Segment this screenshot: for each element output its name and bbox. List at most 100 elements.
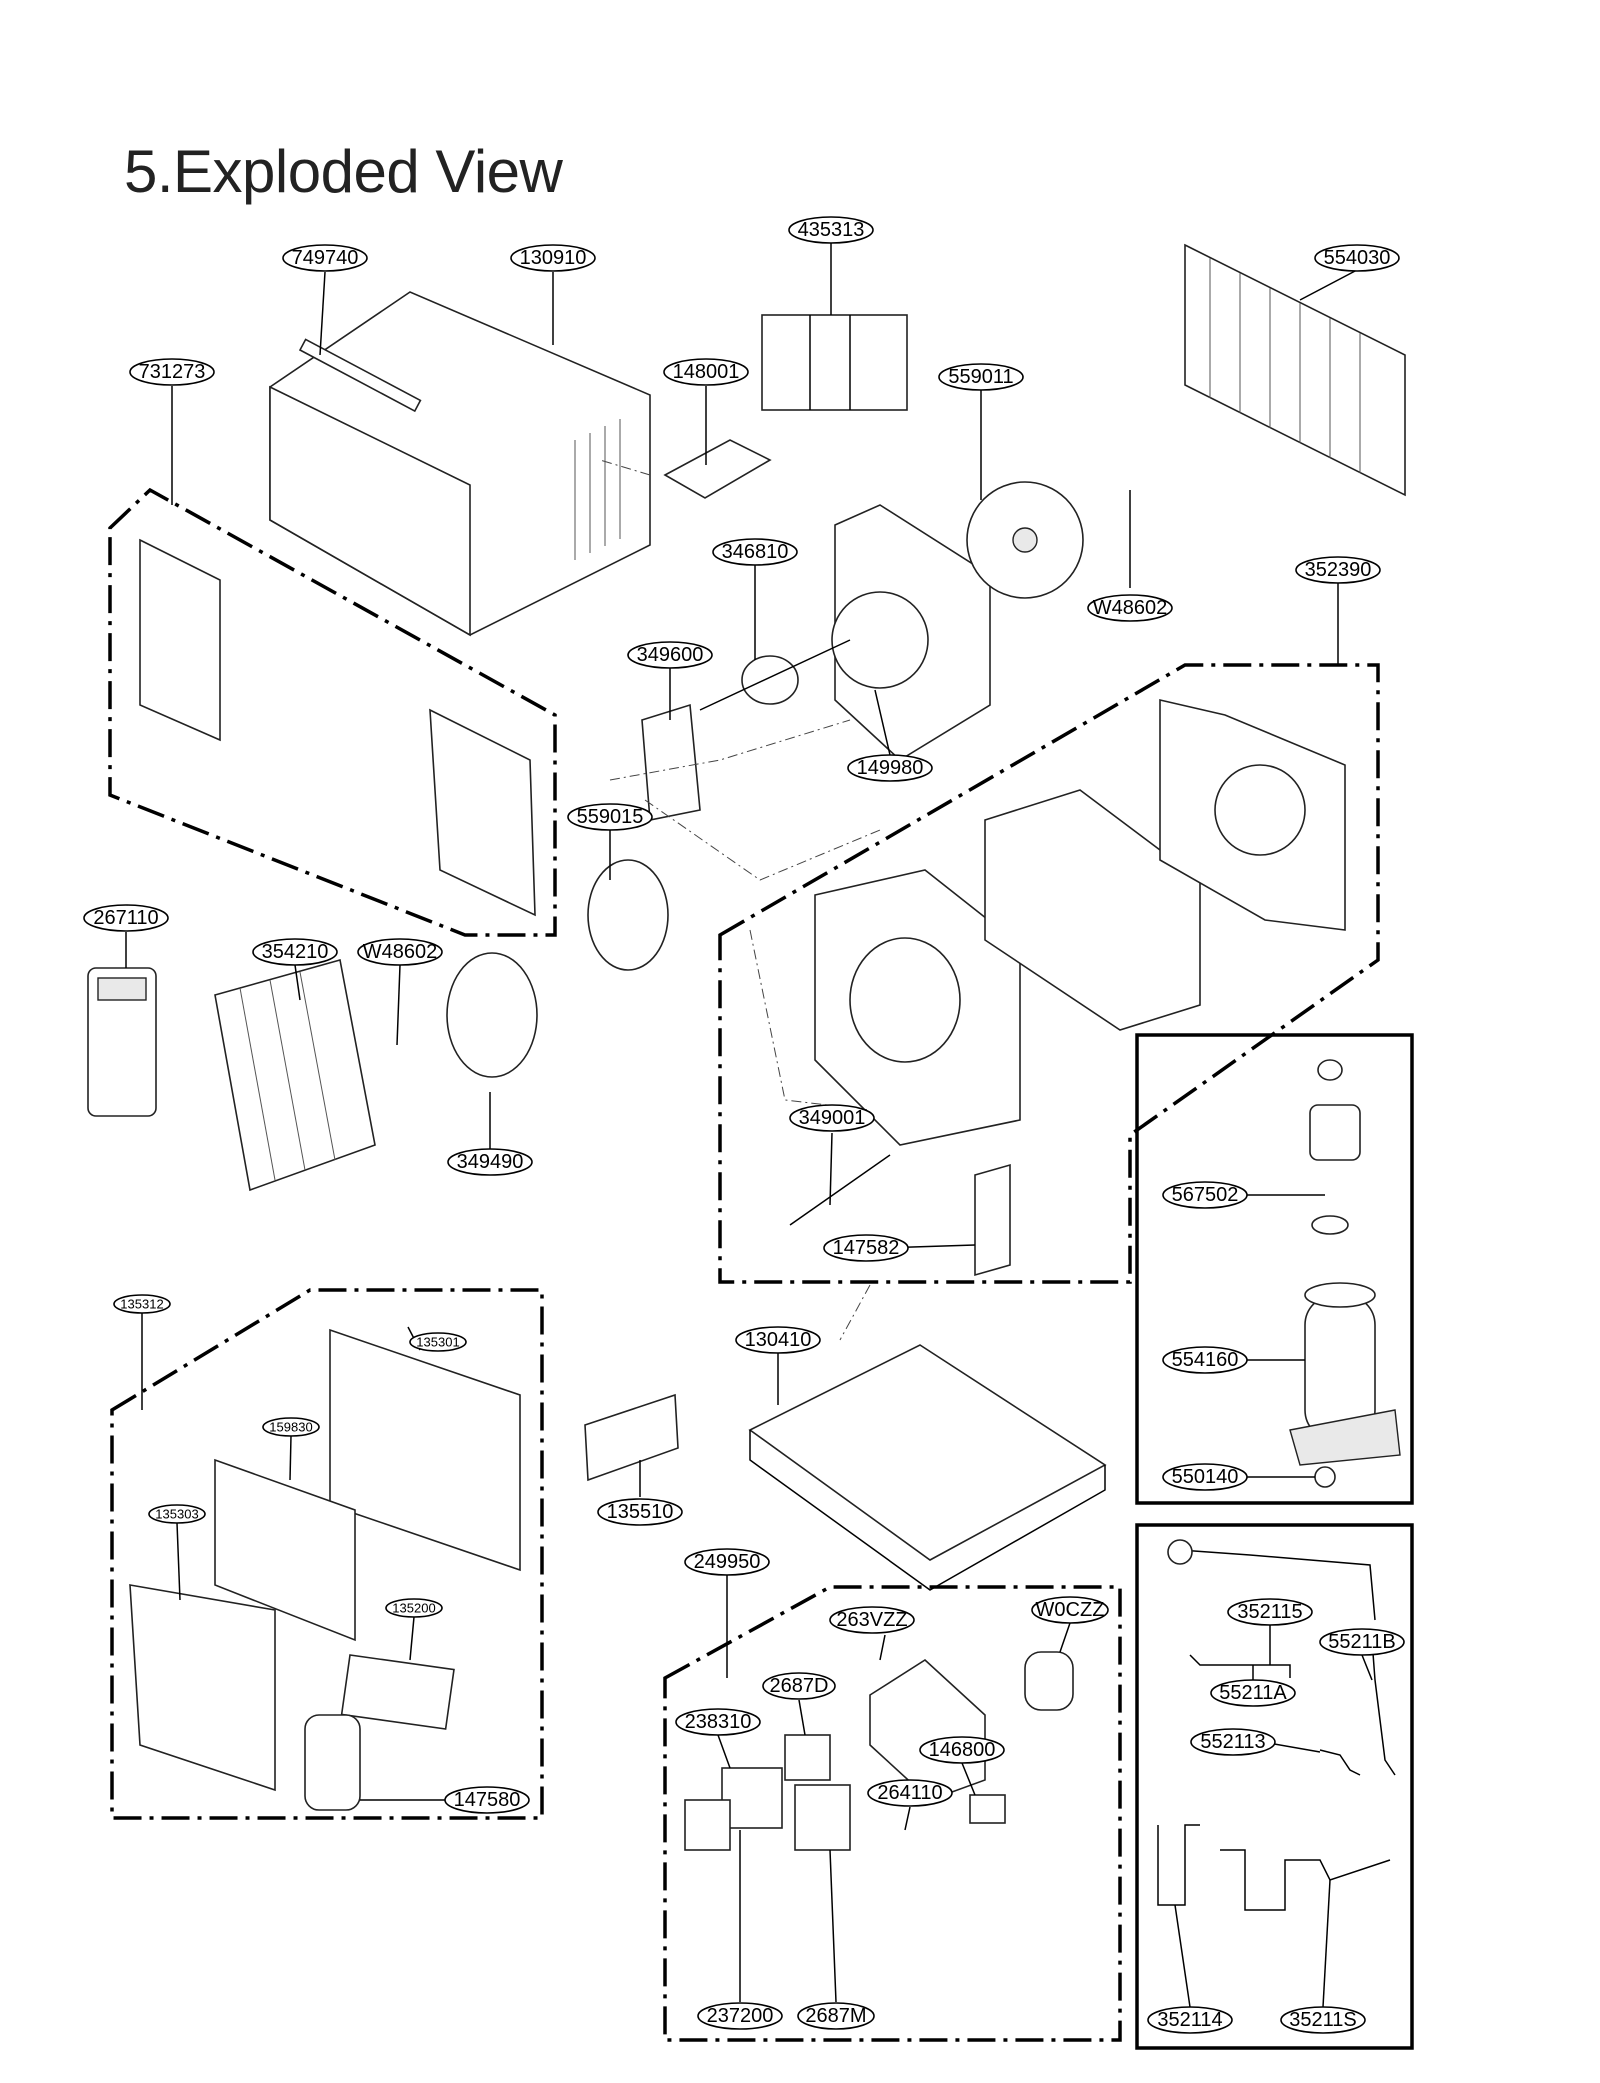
svg-text:149980: 149980 bbox=[857, 757, 924, 779]
callout-w48602-left: W48602 bbox=[357, 938, 443, 966]
svg-text:550140: 550140 bbox=[1172, 1466, 1239, 1488]
grille-door bbox=[340, 1654, 455, 1730]
svg-text:135301: 135301 bbox=[416, 1335, 459, 1350]
callout-w48602-top: W48602 bbox=[1087, 594, 1173, 622]
svg-text:237200: 237200 bbox=[707, 2005, 774, 2027]
svg-text:559015: 559015 bbox=[577, 806, 644, 828]
display-board bbox=[684, 1799, 731, 1851]
callout-346810: 346810 bbox=[712, 538, 798, 566]
front-grille bbox=[129, 1584, 276, 1792]
capacitor bbox=[1024, 1651, 1074, 1711]
blower-ring bbox=[446, 952, 538, 1078]
svg-text:146800: 146800 bbox=[929, 1739, 996, 1761]
pcb-2687M bbox=[794, 1784, 851, 1851]
callout-349001: 349001 bbox=[789, 1104, 875, 1132]
svg-text:554030: 554030 bbox=[1324, 247, 1391, 269]
svg-text:55211B: 55211B bbox=[1328, 1631, 1395, 1653]
svg-text:130910: 130910 bbox=[520, 247, 587, 269]
svg-text:135200: 135200 bbox=[392, 1601, 435, 1616]
svg-text:148001: 148001 bbox=[673, 361, 740, 383]
page-title: 5.Exploded View bbox=[124, 138, 563, 205]
fan-motor bbox=[741, 655, 799, 705]
svg-text:349001: 349001 bbox=[799, 1107, 866, 1129]
callout-550140: 550140 bbox=[1162, 1463, 1248, 1491]
cabinet-front-face bbox=[269, 385, 471, 637]
front-frame bbox=[329, 1328, 521, 1572]
svg-text:264110: 264110 bbox=[877, 1782, 942, 1804]
callout-2687m: 2687M bbox=[797, 2002, 875, 2030]
side-curtain-left bbox=[139, 538, 221, 742]
callout-238310: 238310 bbox=[675, 1708, 761, 1736]
callout-554160: 554160 bbox=[1162, 1346, 1248, 1374]
tube-352114 bbox=[1157, 1824, 1200, 1906]
svg-text:W48602: W48602 bbox=[1093, 597, 1168, 619]
svg-text:354210: 354210 bbox=[262, 941, 329, 963]
svg-text:W0CZZ: W0CZZ bbox=[1036, 1599, 1105, 1621]
svg-text:263VZZ: 263VZZ bbox=[836, 1609, 907, 1631]
svg-text:559011: 559011 bbox=[948, 366, 1013, 388]
callout-55211a: 55211A bbox=[1210, 1679, 1296, 1707]
callout-249950: 249950 bbox=[684, 1548, 770, 1576]
remote-control bbox=[87, 967, 157, 1117]
pcb-2687D bbox=[784, 1734, 831, 1781]
callout-435313: 435313 bbox=[788, 216, 874, 244]
svg-text:352114: 352114 bbox=[1157, 2009, 1222, 2031]
svg-text:135303: 135303 bbox=[155, 1507, 198, 1522]
callout-148001: 148001 bbox=[663, 358, 749, 386]
callout-731273: 731273 bbox=[129, 358, 215, 386]
callout-749740: 749740 bbox=[282, 244, 368, 272]
callout-130410: 130410 bbox=[735, 1326, 821, 1354]
svg-text:2687D: 2687D bbox=[770, 1675, 829, 1697]
callout-147580: 147580 bbox=[444, 1786, 530, 1814]
svg-text:435313: 435313 bbox=[798, 219, 865, 241]
leader-lines bbox=[125, 243, 1373, 2008]
overload-cover bbox=[1309, 1104, 1361, 1161]
svg-text:352115: 352115 bbox=[1237, 1601, 1302, 1623]
tube-55211B bbox=[1371, 1639, 1396, 1776]
svg-text:2687M: 2687M bbox=[805, 2005, 866, 2027]
callout-352390: 352390 bbox=[1295, 556, 1381, 584]
callout-554030: 554030 bbox=[1314, 244, 1400, 272]
callouts: 749740 130910 435313 554030 731273 14800… bbox=[83, 216, 1405, 2034]
callout-349600: 349600 bbox=[627, 641, 713, 669]
cabinet-rail bbox=[298, 338, 422, 413]
part-outlines bbox=[87, 243, 1406, 1911]
callout-552113: 552113 bbox=[1190, 1728, 1276, 1756]
callout-352115: 352115 bbox=[1227, 1598, 1313, 1626]
callout-135200: 135200 bbox=[385, 1598, 443, 1618]
blower-wheel bbox=[587, 859, 669, 971]
callout-264110: 264110 bbox=[867, 1779, 953, 1807]
svg-text:55211A: 55211A bbox=[1219, 1682, 1287, 1704]
bracket-135510 bbox=[584, 1393, 679, 1482]
callout-267110: 267110 bbox=[83, 904, 169, 932]
callout-135312: 135312 bbox=[113, 1294, 171, 1314]
group-box-135312 bbox=[110, 1288, 544, 1820]
svg-text:130410: 130410 bbox=[745, 1329, 812, 1351]
thermistor-lead bbox=[789, 1154, 891, 1226]
svg-text:135510: 135510 bbox=[607, 1501, 674, 1523]
label-sheet bbox=[761, 314, 908, 411]
callout-135510: 135510 bbox=[597, 1498, 683, 1526]
callout-135301: 135301 bbox=[409, 1332, 467, 1352]
condenser-coil bbox=[1184, 243, 1406, 497]
compressor-base bbox=[1289, 1409, 1401, 1466]
callout-349490: 349490 bbox=[447, 1148, 533, 1176]
group-box-352390 bbox=[718, 663, 1380, 1284]
svg-text:552113: 552113 bbox=[1200, 1731, 1265, 1753]
callout-55211b: 55211B bbox=[1319, 1628, 1405, 1656]
callout-237200: 237200 bbox=[697, 2002, 783, 2030]
scroll-housing bbox=[984, 789, 1201, 1031]
callout-35211s: 35211S bbox=[1280, 2006, 1366, 2034]
svg-text:35211S: 35211S bbox=[1289, 2009, 1356, 2031]
callout-2687d: 2687D bbox=[762, 1672, 836, 1700]
svg-text:554160: 554160 bbox=[1172, 1349, 1239, 1371]
tube-35211S bbox=[1220, 1849, 1391, 1911]
callout-w0czz: W0CZZ bbox=[1031, 1596, 1109, 1624]
callout-147582: 147582 bbox=[823, 1234, 909, 1262]
svg-text:731273: 731273 bbox=[139, 361, 206, 383]
svg-text:346810: 346810 bbox=[722, 541, 789, 563]
group-box-731273 bbox=[108, 487, 557, 937]
svg-text:349600: 349600 bbox=[637, 644, 704, 666]
callout-354210: 354210 bbox=[252, 938, 338, 966]
